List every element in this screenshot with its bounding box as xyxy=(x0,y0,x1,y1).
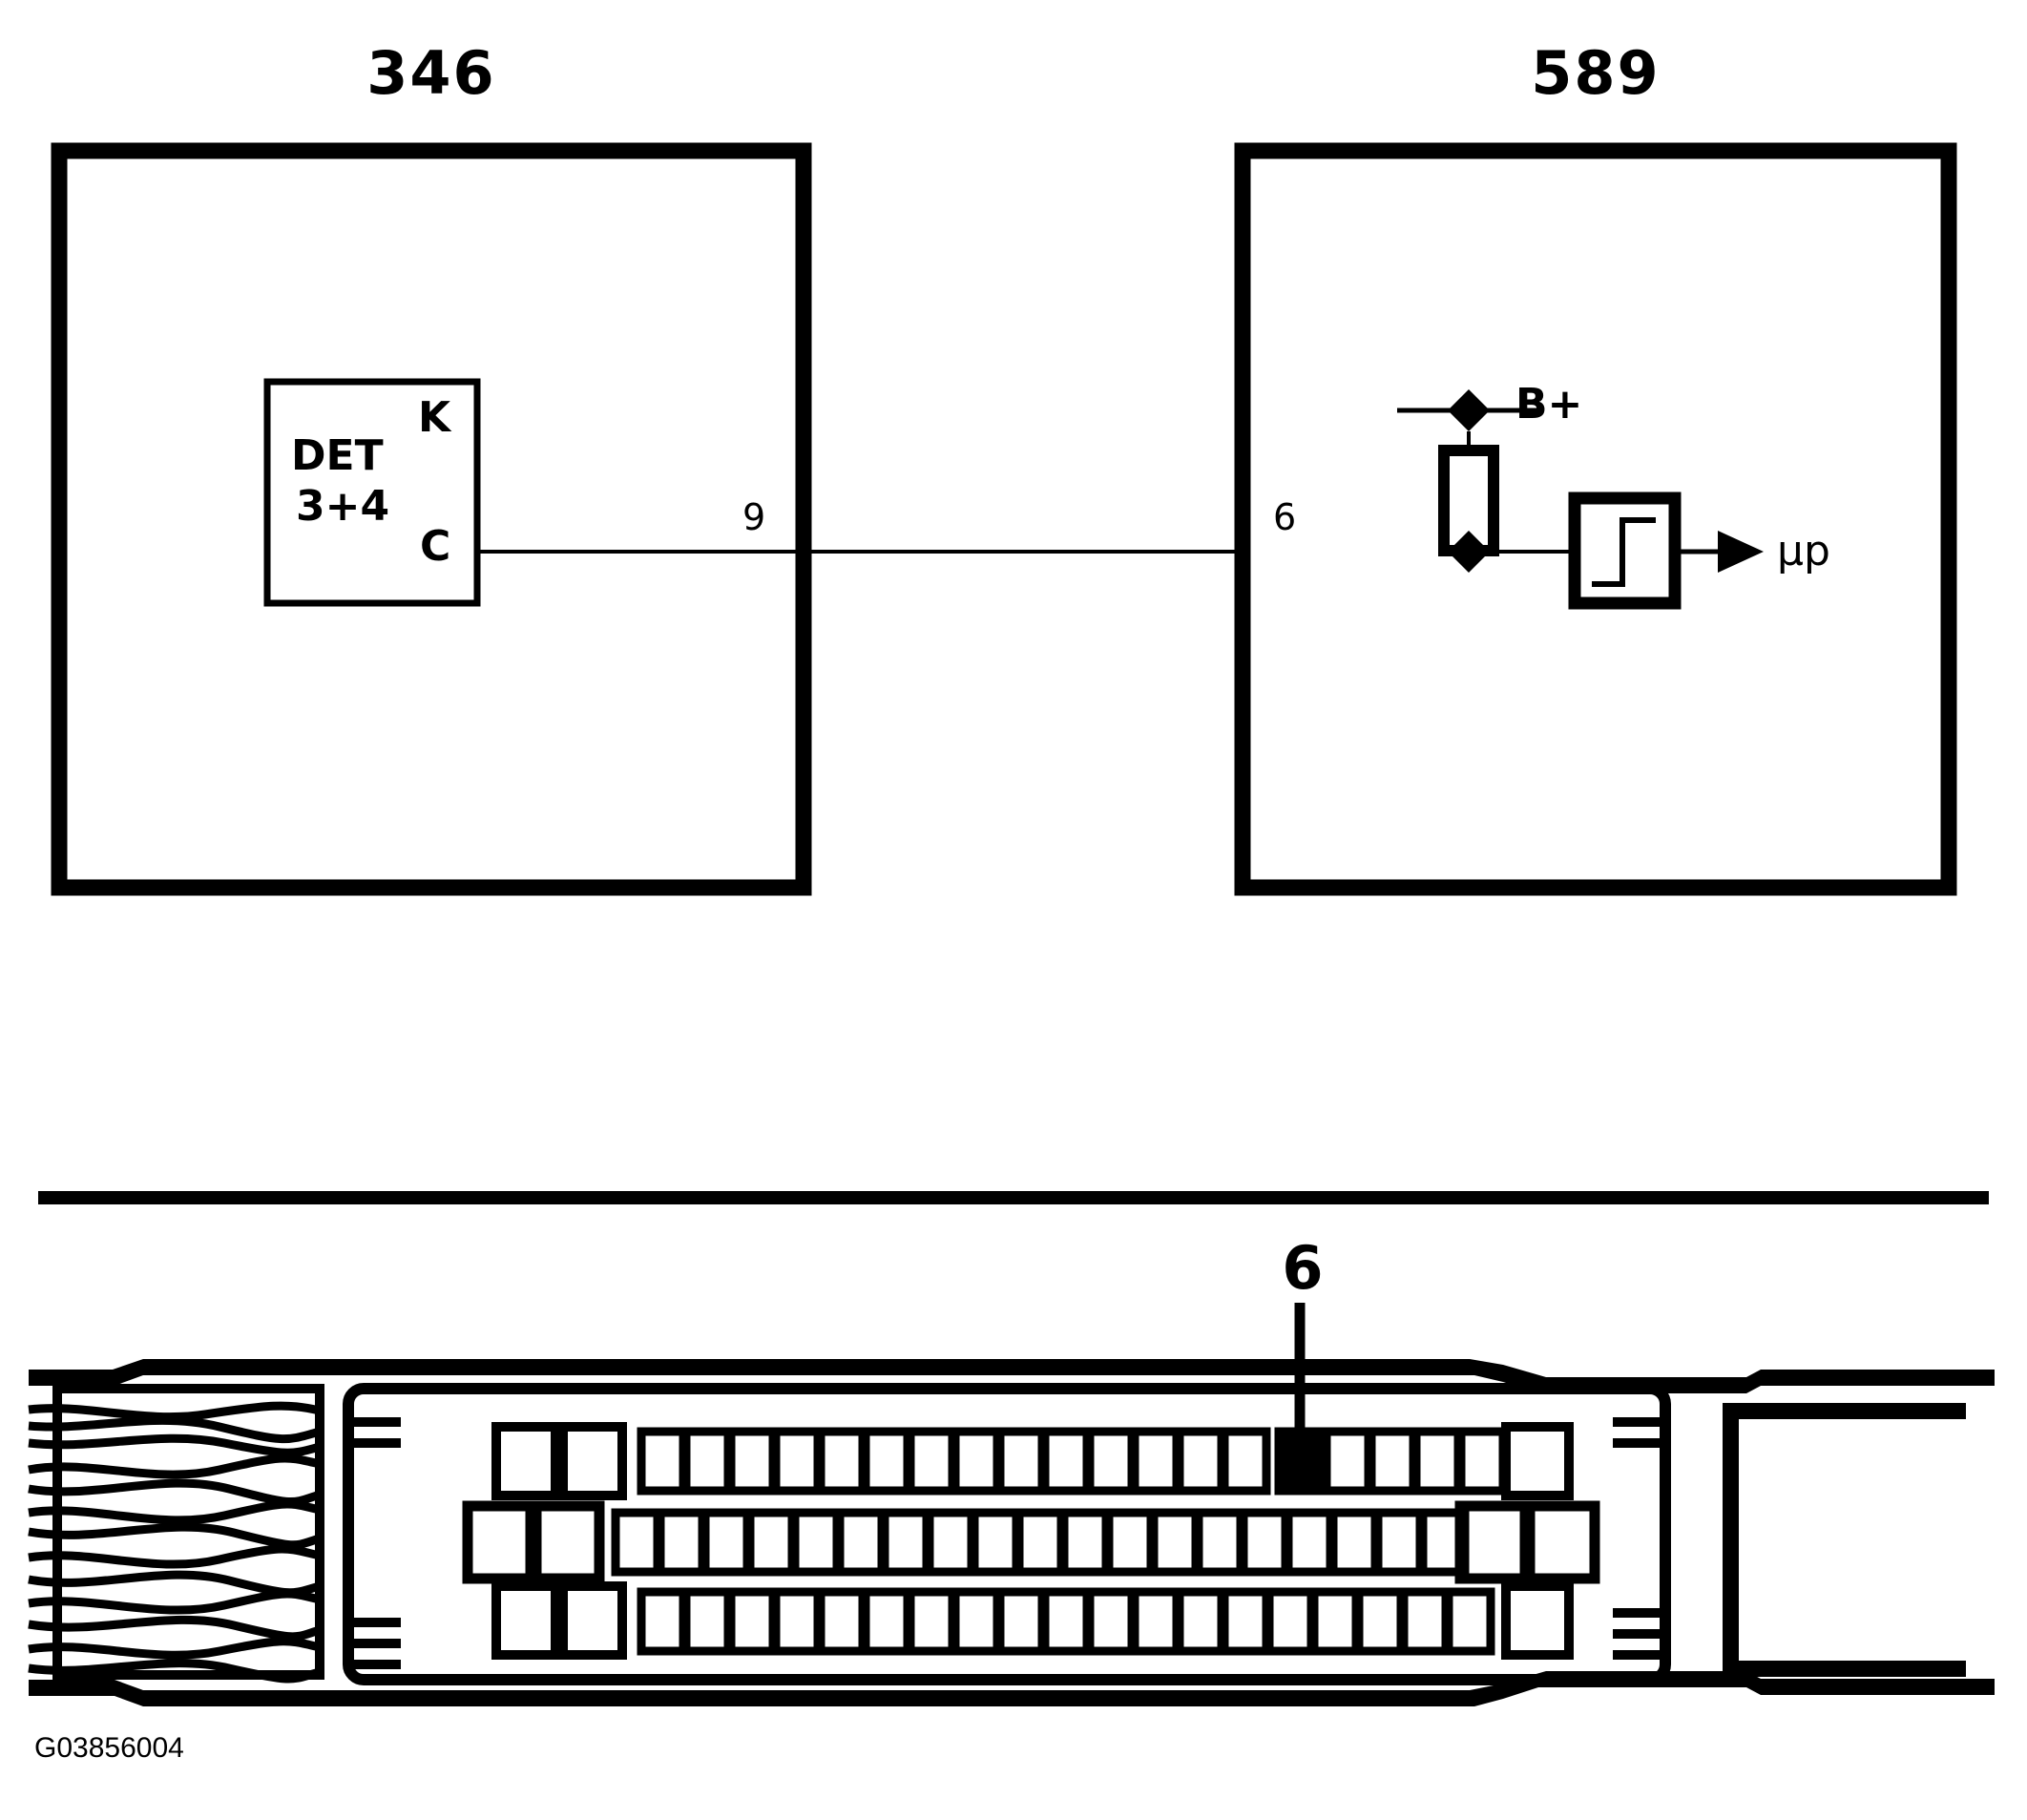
pin[interactable] xyxy=(1085,1427,1137,1496)
pin[interactable] xyxy=(1149,1508,1201,1577)
pin-6-label: 6 xyxy=(1273,496,1297,538)
pin[interactable] xyxy=(700,1508,752,1577)
module-589-box xyxy=(1234,142,1957,896)
det-terminal-c-label: C xyxy=(420,522,451,571)
pin[interactable] xyxy=(611,1508,662,1577)
left-locking-ribs xyxy=(348,1417,401,1669)
microprocessor-label: μp xyxy=(1777,527,1830,575)
pin[interactable] xyxy=(1284,1508,1335,1577)
module-589-number: 589 xyxy=(1531,38,1661,108)
pin-row-2 xyxy=(462,1500,1600,1584)
pin-large[interactable] xyxy=(491,1422,560,1500)
pin[interactable] xyxy=(1130,1427,1181,1496)
pin[interactable] xyxy=(637,1427,688,1496)
right-locking-ribs xyxy=(1613,1417,1665,1660)
pin[interactable] xyxy=(1220,1427,1271,1496)
pin[interactable] xyxy=(726,1427,778,1496)
det-label: DET xyxy=(291,431,384,480)
pin-row-1 xyxy=(491,1422,1574,1500)
pin[interactable] xyxy=(1220,1587,1271,1656)
pin-grid xyxy=(462,1422,1600,1660)
pin-large[interactable] xyxy=(558,1422,627,1500)
pin[interactable] xyxy=(951,1587,1002,1656)
det-terminal-k-label: K xyxy=(418,393,451,442)
connector-callout-number: 6 xyxy=(1282,1233,1324,1303)
module-346-box xyxy=(51,142,812,896)
pin[interactable] xyxy=(906,1587,957,1656)
section-divider xyxy=(38,1191,1989,1204)
pin[interactable] xyxy=(790,1508,842,1577)
pin[interactable] xyxy=(681,1427,733,1496)
bplus-label: B+ xyxy=(1515,380,1583,429)
pin[interactable] xyxy=(745,1508,797,1577)
pin[interactable] xyxy=(771,1427,823,1496)
pin-large[interactable] xyxy=(462,1500,536,1584)
junction-node-bottom xyxy=(1448,531,1490,573)
pin[interactable] xyxy=(1085,1587,1137,1656)
pin[interactable] xyxy=(681,1587,733,1656)
pin-large[interactable] xyxy=(531,1500,605,1584)
pin-large[interactable] xyxy=(491,1581,560,1660)
pin[interactable] xyxy=(1130,1587,1181,1656)
pin-large[interactable] xyxy=(1501,1581,1574,1660)
connector-body xyxy=(343,1383,1671,1685)
pin[interactable] xyxy=(1309,1587,1361,1656)
wire-bundle xyxy=(28,1401,322,1684)
pin[interactable] xyxy=(1322,1427,1373,1496)
pin[interactable] xyxy=(656,1508,707,1577)
det-subscript-label: 3+4 xyxy=(296,482,390,531)
pin[interactable] xyxy=(1175,1427,1226,1496)
figure-id-label: G03856004 xyxy=(34,1732,184,1764)
pin[interactable] xyxy=(1264,1587,1316,1656)
housing-top-edge xyxy=(29,1359,1995,1393)
pin[interactable] xyxy=(1367,1427,1418,1496)
module-346-number: 346 xyxy=(366,38,496,108)
pin-row-3 xyxy=(491,1581,1574,1660)
pin[interactable] xyxy=(726,1587,778,1656)
pin[interactable] xyxy=(1354,1587,1406,1656)
pin-large[interactable] xyxy=(1501,1422,1574,1500)
pin[interactable] xyxy=(995,1587,1047,1656)
pin[interactable] xyxy=(1194,1508,1245,1577)
housing-bottom-edge xyxy=(29,1671,1995,1706)
pin[interactable] xyxy=(925,1508,976,1577)
pin[interactable] xyxy=(816,1587,867,1656)
pin[interactable] xyxy=(1040,1587,1092,1656)
det-component-box xyxy=(263,378,481,607)
pin[interactable] xyxy=(1411,1427,1463,1496)
pin[interactable] xyxy=(861,1427,912,1496)
pin[interactable] xyxy=(1014,1508,1066,1577)
pin[interactable] xyxy=(880,1508,931,1577)
pin-large[interactable] xyxy=(1454,1500,1531,1584)
pin[interactable] xyxy=(1456,1427,1508,1496)
pin[interactable] xyxy=(1328,1508,1380,1577)
pin[interactable] xyxy=(1059,1508,1111,1577)
pin[interactable] xyxy=(970,1508,1021,1577)
pin[interactable] xyxy=(861,1587,912,1656)
pin[interactable] xyxy=(835,1508,887,1577)
pin[interactable] xyxy=(1175,1587,1226,1656)
pin-9-label: 9 xyxy=(742,496,766,538)
pin[interactable] xyxy=(995,1427,1047,1496)
step-waveform-icon xyxy=(1592,517,1656,587)
pin[interactable] xyxy=(1040,1427,1092,1496)
pin[interactable] xyxy=(1399,1587,1451,1656)
pin[interactable] xyxy=(951,1427,1002,1496)
junction-node-top xyxy=(1448,389,1490,431)
pin-large[interactable] xyxy=(558,1581,627,1660)
pin[interactable] xyxy=(1104,1508,1156,1577)
pin[interactable] xyxy=(1239,1508,1290,1577)
pin-highlighted-6[interactable] xyxy=(1274,1427,1326,1496)
pin[interactable] xyxy=(906,1427,957,1496)
mating-shroud-bracket xyxy=(1723,1403,1966,1677)
pin[interactable] xyxy=(1444,1587,1495,1656)
output-arrow-icon xyxy=(1718,531,1764,573)
pin[interactable] xyxy=(816,1427,867,1496)
pin[interactable] xyxy=(637,1587,688,1656)
pin-large[interactable] xyxy=(1524,1500,1600,1584)
pin[interactable] xyxy=(771,1587,823,1656)
pin[interactable] xyxy=(1373,1508,1425,1577)
